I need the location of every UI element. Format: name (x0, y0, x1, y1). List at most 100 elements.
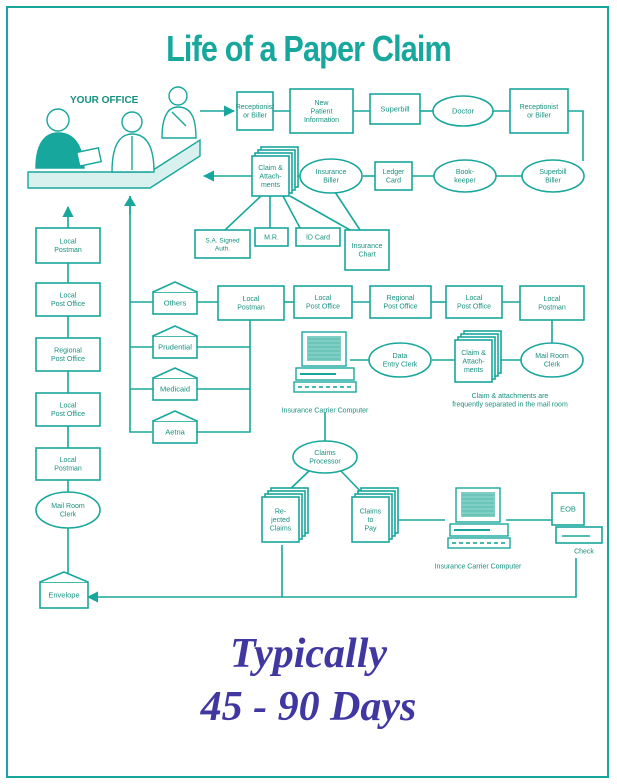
carrier-computer-1 (293, 331, 357, 393)
mail-room-clerk-oval-right (520, 342, 584, 378)
page-border (6, 6, 609, 778)
eob-box-label: EOB (560, 505, 576, 514)
superbill-box (369, 93, 421, 125)
id-card-box (295, 227, 341, 247)
left-local-postman-box-1 (35, 227, 101, 264)
line-claim-to-inschart (289, 195, 351, 231)
line-office-spine (129, 196, 152, 433)
line-medicaid-to-postman (197, 347, 251, 390)
prudential-envelope-flap (152, 325, 198, 337)
tagline-days: 45 - 90 Days (200, 684, 417, 730)
line-insbiller-to-inschart (334, 191, 361, 231)
others-envelope-flap (152, 281, 198, 293)
insurance-biller-oval (299, 158, 363, 194)
envelope-shape-flap (39, 571, 89, 583)
doctor-oval-label: Doctor (452, 107, 475, 116)
medicaid-envelope-flap (152, 367, 198, 379)
left-mail-room-clerk-oval (35, 491, 101, 529)
claim-attachments-stack-2-label: Claim &Attach-ments (461, 350, 486, 374)
your-office-label: YOUR OFFICE (70, 95, 139, 106)
carrier-computer-2-label: Insurance Carrier Computer (435, 564, 522, 571)
line-claim-to-idcard (282, 195, 301, 229)
row-local-post-office-box-1 (293, 285, 353, 319)
left-local-post-office-box-1 (35, 282, 101, 317)
line-aetna-to-postman (197, 389, 251, 433)
sa-signed-auth-box (194, 229, 251, 259)
prudential-envelope-label: Prudential (158, 343, 192, 352)
line-prudential-to-postman (197, 320, 251, 348)
rejected-claims-stack (261, 496, 300, 543)
diagram-title: Life of a Paper Claim (166, 28, 452, 69)
claims-processor-oval (292, 440, 358, 474)
ledger-card-box (374, 161, 413, 191)
receptionist-or-biller-box-2 (509, 88, 569, 134)
tagline-typically: Typically (229, 631, 388, 677)
data-entry-clerk-oval (368, 342, 432, 378)
row-local-postman-box-2 (519, 285, 585, 321)
left-regional-post-office-box (35, 337, 101, 372)
envelope-shape (39, 581, 89, 609)
aetna-envelope-label: Aetna (165, 428, 185, 437)
carrier-computer-2 (447, 487, 511, 549)
left-local-post-office-box-2 (35, 392, 101, 427)
doctor-oval (432, 95, 494, 127)
superbill-biller-oval (521, 159, 585, 193)
claim-attachments-stack-1-label: Claim &Attach-ments (258, 165, 283, 189)
row-local-postman-box (217, 285, 285, 321)
aetna-envelope-flap (152, 410, 198, 422)
medicaid-envelope-label: Medicaid (160, 385, 190, 394)
bookkeeper-oval (433, 159, 497, 193)
line-receptionist-down (568, 110, 584, 161)
id-card-box-label: ID Card (306, 234, 330, 241)
row-local-post-office-box-2 (445, 285, 503, 319)
claim-attachments-stack-2 (454, 339, 493, 383)
carrier-computer-1-label: Insurance Carrier Computer (282, 407, 369, 414)
claim-attachments-stack-1 (251, 155, 290, 197)
receptionist-or-biller-box-1 (236, 91, 274, 131)
new-patient-information-box (289, 88, 354, 134)
mr-box (254, 227, 289, 247)
left-local-postman-box-2 (35, 447, 101, 481)
check-shape (555, 526, 603, 544)
office-illustration (27, 86, 201, 189)
others-envelope-label: Others (164, 299, 187, 308)
superbill-box-label: Superbill (380, 105, 410, 114)
line-check-to-envelope (86, 558, 577, 603)
mr-box-label: M.R. (264, 234, 279, 241)
row-regional-post-office-box (369, 285, 432, 319)
check-shape-label: Check (574, 549, 594, 556)
eob-box (551, 492, 585, 526)
bookkeeper-oval-label: Book-keeper (454, 169, 476, 185)
envelope-shape-label: Envelope (48, 591, 79, 600)
line-claim-to-sa (224, 195, 262, 231)
claims-to-pay-stack (351, 496, 390, 543)
insurance-chart-box (344, 229, 390, 271)
